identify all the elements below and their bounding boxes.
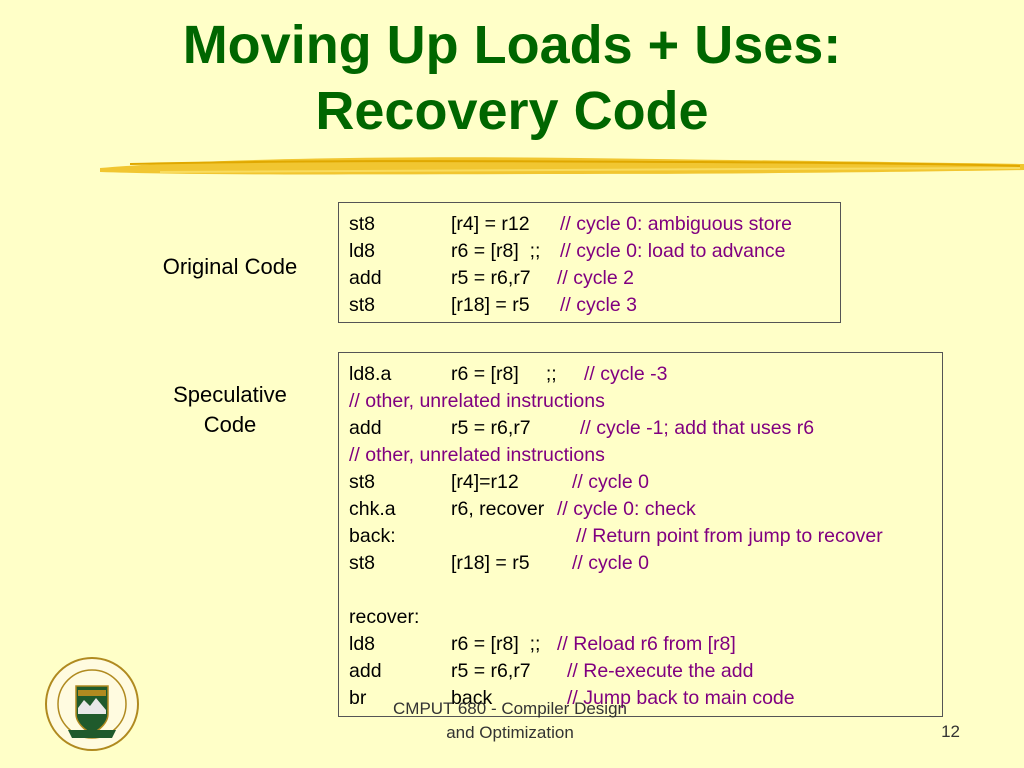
code-operands: [r4]=r12	[451, 471, 519, 493]
code-operands: r5 = r6,r7	[451, 660, 531, 682]
speculative-code-label: Speculative Code	[140, 380, 320, 440]
code-opcode: add	[349, 660, 382, 682]
code-opcode: br	[349, 687, 367, 709]
footer-line-1: CMPUT 680 - Compiler Design	[393, 699, 627, 718]
code-comment: // Return point from jump to recover	[576, 525, 883, 547]
code-operands: r5 = r6,r7	[451, 267, 531, 289]
speculative-code-line	[339, 577, 942, 604]
slide-title: Moving Up Loads + Uses: Recovery Code	[0, 12, 1024, 144]
speculative-label-line-1: Speculative	[173, 382, 287, 407]
speculative-code-line: back: // Return point from jump to recove…	[339, 523, 942, 550]
code-comment: // Reload r6 from [r8]	[557, 633, 736, 655]
speculative-code-line: chk.a r6, recover // cycle 0: check	[339, 496, 942, 523]
code-comment: // cycle 3	[560, 294, 637, 316]
code-operands: back	[451, 687, 493, 709]
code-comment: // cycle -3	[584, 363, 668, 385]
code-opcode: add	[349, 267, 382, 289]
speculative-code-box: ld8.a r6 = [r8] ;; // cycle -3 // other, un…	[338, 352, 943, 717]
footer-course-title: CMPUT 680 - Compiler Design and Optimiza…	[360, 697, 660, 745]
speculative-code-line: ld8 r6 = [r8] ;; // Reload r6 from [r8]	[339, 631, 942, 658]
code-opcode: back:	[349, 525, 396, 547]
speculative-code-line: // other, unrelated instructions	[339, 442, 942, 469]
code-comment: // other, unrelated instructions	[349, 390, 605, 412]
code-comment: // cycle 0: check	[557, 498, 696, 520]
code-operands: [r4] = r12	[451, 213, 530, 235]
code-opcode: ld8	[349, 633, 376, 655]
title-line-1: Moving Up Loads + Uses:	[182, 15, 842, 75]
code-comment: // cycle 0	[572, 471, 649, 493]
code-comment: // cycle -1; add that uses r6	[580, 417, 815, 439]
code-operands: r6 = [r8] ;;	[451, 363, 557, 385]
original-code-line: add r5 = r6,r7 // cycle 2	[339, 265, 840, 292]
code-opcode: st8	[349, 552, 376, 574]
page-number: 12	[941, 722, 960, 741]
code-opcode: ld8.a	[349, 363, 392, 385]
code-comment: // Jump back to main code	[567, 687, 795, 709]
speculative-label-line-2: Code	[203, 412, 257, 437]
code-opcode: recover:	[349, 606, 420, 628]
speculative-code-line: ld8.a r6 = [r8] ;; // cycle -3	[339, 361, 942, 388]
original-code-line: ld8 r6 = [r8] ;; // cycle 0: load to advan…	[339, 238, 840, 265]
speculative-code-line: recover:	[339, 604, 942, 631]
code-comment: // Re-execute the add	[567, 660, 754, 682]
original-code-box: st8 [r4] = r12 // cycle 0: ambiguous store…	[338, 202, 841, 323]
code-comment: // cycle 0: ambiguous store	[560, 213, 792, 235]
original-code-line: st8 [r4] = r12 // cycle 0: ambiguous store	[339, 211, 840, 238]
code-operands: [r18] = r5	[451, 552, 530, 574]
original-code-label: Original Code	[162, 254, 298, 279]
speculative-code-line: br back // Jump back to main code	[339, 685, 942, 712]
code-comment: // cycle 0	[572, 552, 649, 574]
speculative-code-line: add r5 = r6,r7 // cycle -1; add that uses …	[339, 415, 942, 442]
footer-line-2: and Optimization	[446, 723, 574, 742]
code-opcode: st8	[349, 471, 376, 493]
code-opcode: st8	[349, 294, 376, 316]
title-line-2: Recovery Code	[315, 81, 709, 141]
code-opcode: ld8	[349, 240, 376, 262]
code-operands: r6, recover	[451, 498, 545, 520]
original-code-line: st8 [r18] = r5 // cycle 3	[339, 292, 840, 319]
speculative-code-line: st8 [r18] = r5 // cycle 0	[339, 550, 942, 577]
code-comment: // cycle 2	[557, 267, 634, 289]
code-comment: // other, unrelated instructions	[349, 444, 605, 466]
speculative-code-line: st8 [r4]=r12 // cycle 0	[339, 469, 942, 496]
university-seal-logo	[45, 657, 139, 751]
speculative-code-line: // other, unrelated instructions	[339, 388, 942, 415]
code-comment: // cycle 0: load to advance	[560, 240, 786, 262]
code-operands: r5 = r6,r7	[451, 417, 531, 439]
code-opcode: chk.a	[349, 498, 396, 520]
code-operands: r6 = [r8] ;;	[451, 633, 541, 655]
code-opcode: st8	[349, 213, 376, 235]
speculative-code-line: add r5 = r6,r7 // Re-execute the add	[339, 658, 942, 685]
code-operands: r6 = [r8] ;;	[451, 240, 541, 262]
code-opcode: add	[349, 417, 382, 439]
brush-stroke-divider	[100, 157, 1024, 175]
code-operands: [r18] = r5	[451, 294, 530, 316]
